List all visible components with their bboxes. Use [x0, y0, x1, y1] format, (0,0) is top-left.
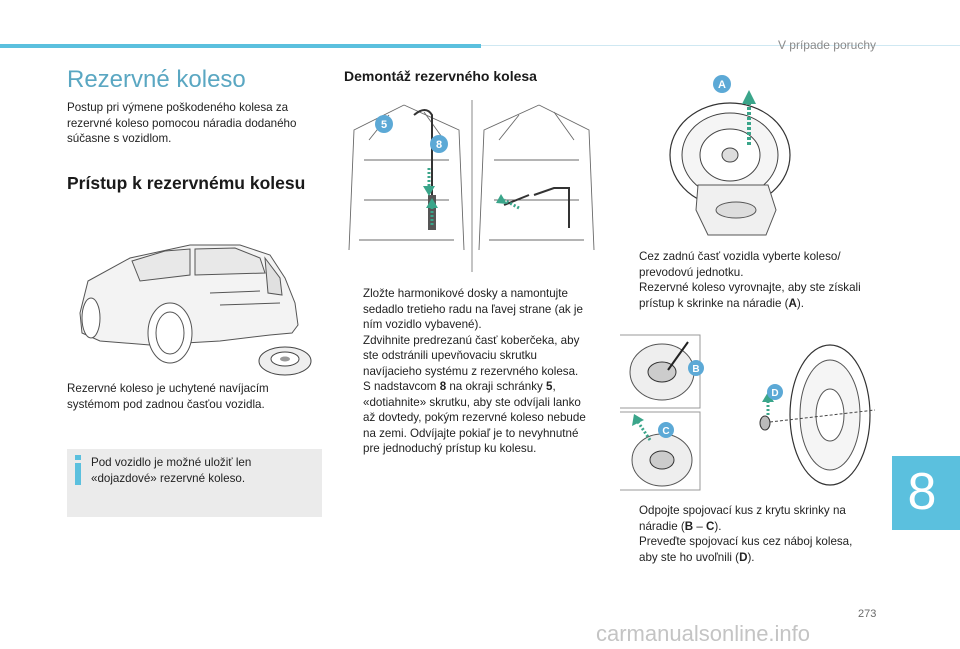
list-item: Zložte harmonikové dosky a namontujte se… — [363, 287, 583, 331]
callout-A: A — [718, 79, 726, 91]
note-box — [67, 449, 322, 517]
car-illustration — [79, 244, 312, 376]
chapter-tab — [892, 456, 960, 530]
removal-steps: Zložte harmonikové dosky a namontujte se… — [344, 286, 592, 457]
callout-8: 8 — [436, 139, 442, 151]
note-text: Pod vozidlo je možné uložiť len «dojazdo… — [91, 456, 252, 485]
trunk-illustration: 5 8 — [348, 100, 595, 272]
callout-5: 5 — [381, 119, 387, 131]
list-item: Odpojte spojovací kus z krytu skrinky na… — [639, 504, 846, 533]
watermark: carmanualsonline.info — [596, 621, 811, 646]
callout-B: B — [692, 364, 699, 375]
top-divider-line — [481, 45, 960, 46]
list-item: Cez zadnú časť vozidla vyberte koleso/ p… — [639, 250, 841, 279]
page-number: 273 — [858, 608, 877, 620]
list-item: Rezervné koleso vyrovnajte, aby ste získ… — [639, 281, 861, 310]
section-header: V prípade poruchy — [777, 38, 876, 52]
list-item: S nadstavcom 8 na okraji schránky 5, «do… — [363, 380, 586, 455]
intro-paragraph: Postup pri výmene poškodeného kolesa za … — [67, 101, 297, 145]
access-heading: Prístup k rezervnému kolesu — [67, 173, 306, 193]
removal-heading: Demontáž rezervného kolesa — [344, 68, 537, 84]
page-title: Rezervné koleso — [67, 66, 246, 93]
right-steps-top: Cez zadnú časť vozidla vyberte koleso/ p… — [620, 249, 870, 311]
list-item: Preveďte spojovací kus cez náboj kolesa,… — [639, 535, 853, 564]
top-accent-bar — [0, 44, 481, 48]
spare-wheel-illustration: A — [669, 75, 791, 236]
info-icon — [75, 455, 81, 485]
callout-C: C — [662, 426, 669, 437]
spare-wheel-drawing — [258, 346, 312, 376]
list-item: Zdvihnite predrezanú časť koberčeka, aby… — [363, 333, 580, 378]
wheel-caption: Rezervné koleso je uchytené navíjacím sy… — [67, 382, 269, 411]
tool-box-illustration: B C D — [620, 334, 876, 491]
right-steps-bottom: Odpojte spojovací kus z krytu skrinky na… — [620, 503, 870, 565]
callout-D: D — [771, 388, 778, 399]
chapter-number: 8 — [907, 463, 937, 521]
